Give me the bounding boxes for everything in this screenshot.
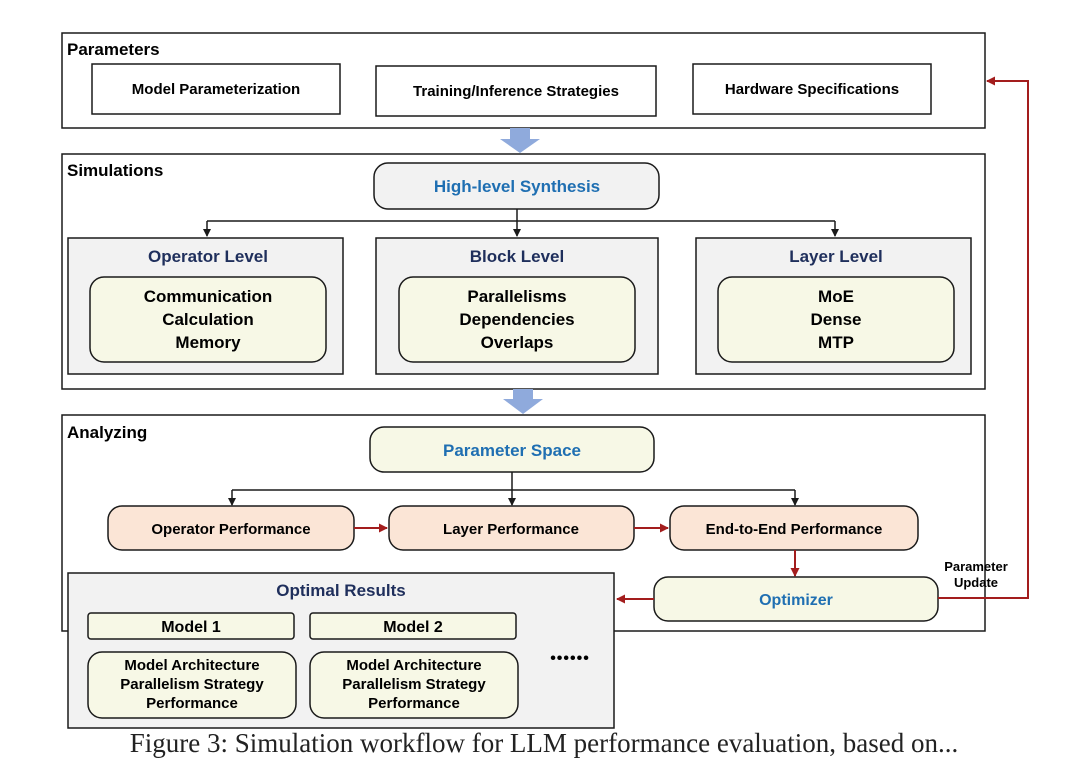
simulations-section: Simulations High-level Synthesis Operato… [61,153,986,390]
block-level-content [398,276,636,363]
optimizer-label: Optimizer [759,592,833,609]
training-strategies-box [375,65,657,117]
model-1-line-2: Parallelism Strategy [120,676,264,693]
model-1-details [87,651,297,719]
operator-level-content [89,276,327,363]
block-level-title: Block Level [470,247,565,266]
operator-level-title: Operator Level [148,247,268,266]
block-line-3: Overlaps [481,333,554,352]
model-2-details [309,651,519,719]
model-2-name: Model 2 [383,619,443,636]
operator-line-2: Calculation [162,310,254,329]
block-line-2: Dependencies [459,310,574,329]
analyzing-title: Analyzing [67,423,147,442]
model-2-line-2: Parallelism Strategy [342,676,486,693]
layer-level-content [717,276,955,363]
model-parameterization-label: Model Parameterization [132,81,300,98]
model-1-line-1: Model Architecture [124,657,259,674]
layer-performance-label: Layer Performance [443,521,579,538]
model-1-name: Model 1 [161,619,221,636]
high-level-synthesis-label: High-level Synthesis [434,177,600,196]
hardware-specifications-box [692,63,932,115]
training-strategies-label: Training/Inference Strategies [413,83,619,100]
model-1-header [87,612,295,640]
hardware-specifications-label: Hardware Specifications [725,81,899,98]
parameters-section: Parameters Model Parameterization Traini… [61,32,986,129]
operator-performance-label: Operator Performance [151,521,310,538]
model-2-header [309,612,517,640]
model-parameterization-box [91,63,341,115]
layer-level-title: Layer Level [789,247,883,266]
operator-line-3: Memory [175,333,241,352]
figure-caption: Figure 3: Simulation workflow for LLM pe… [129,728,959,758]
optimal-results-section: Optimal Results Model 1 Model Architectu… [67,572,615,729]
layer-line-1: MoE [818,287,854,306]
parameters-title: Parameters [67,40,160,59]
e2e-performance-label: End-to-End Performance [706,521,883,538]
simulations-title: Simulations [67,161,163,180]
model-2-line-1: Model Architecture [346,657,481,674]
parameter-space-label: Parameter Space [443,441,581,460]
parameter-update-line-1: Parameter [944,559,1008,574]
parameter-update-feedback-arrow [938,76,1029,599]
parameter-update-line-2: Update [954,575,998,590]
block-line-1: Parallelisms [467,287,566,306]
more-results-ellipsis: •••••• [550,650,590,667]
flow-arrow-params-to-sim [500,128,540,153]
model-2-line-3: Performance [368,695,460,712]
flow-arrow-sim-to-analyzing [503,389,543,414]
optimal-results-title: Optimal Results [276,581,405,600]
layer-line-2: Dense [810,310,861,329]
model-1-line-3: Performance [146,695,238,712]
operator-line-1: Communication [144,287,272,306]
layer-line-3: MTP [818,333,854,352]
